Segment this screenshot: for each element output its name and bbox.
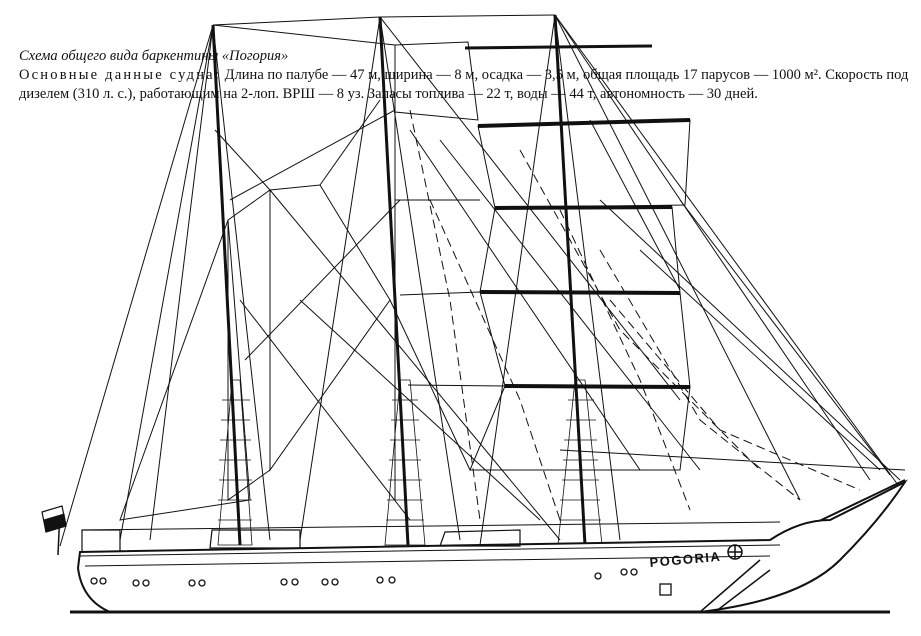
hull (70, 479, 908, 614)
caption-lead: Основные данные судна: (19, 67, 222, 83)
main-mast (378, 16, 410, 546)
hull-name-label: POGORIA (649, 549, 722, 570)
mizzen-mast (553, 14, 587, 546)
portholes (90, 568, 638, 587)
caption-body: Основные данные судна: Длина по палубе —… (19, 66, 919, 104)
caption-title: Схема общего вида баркентины «Погория» (19, 48, 289, 64)
square-sails (394, 41, 691, 500)
stern-flag-icon (41, 505, 67, 556)
rigging (59, 14, 906, 547)
masts (211, 14, 587, 546)
caption-text: Длина по палубе — 47 м, ширина — 8 м, ос… (19, 67, 909, 102)
fore-mast (211, 24, 242, 546)
dashed-sails (409, 109, 861, 521)
caption: Схема общего вида баркентины «Погория» О… (19, 47, 919, 104)
hull-emblem-icon (727, 544, 743, 560)
